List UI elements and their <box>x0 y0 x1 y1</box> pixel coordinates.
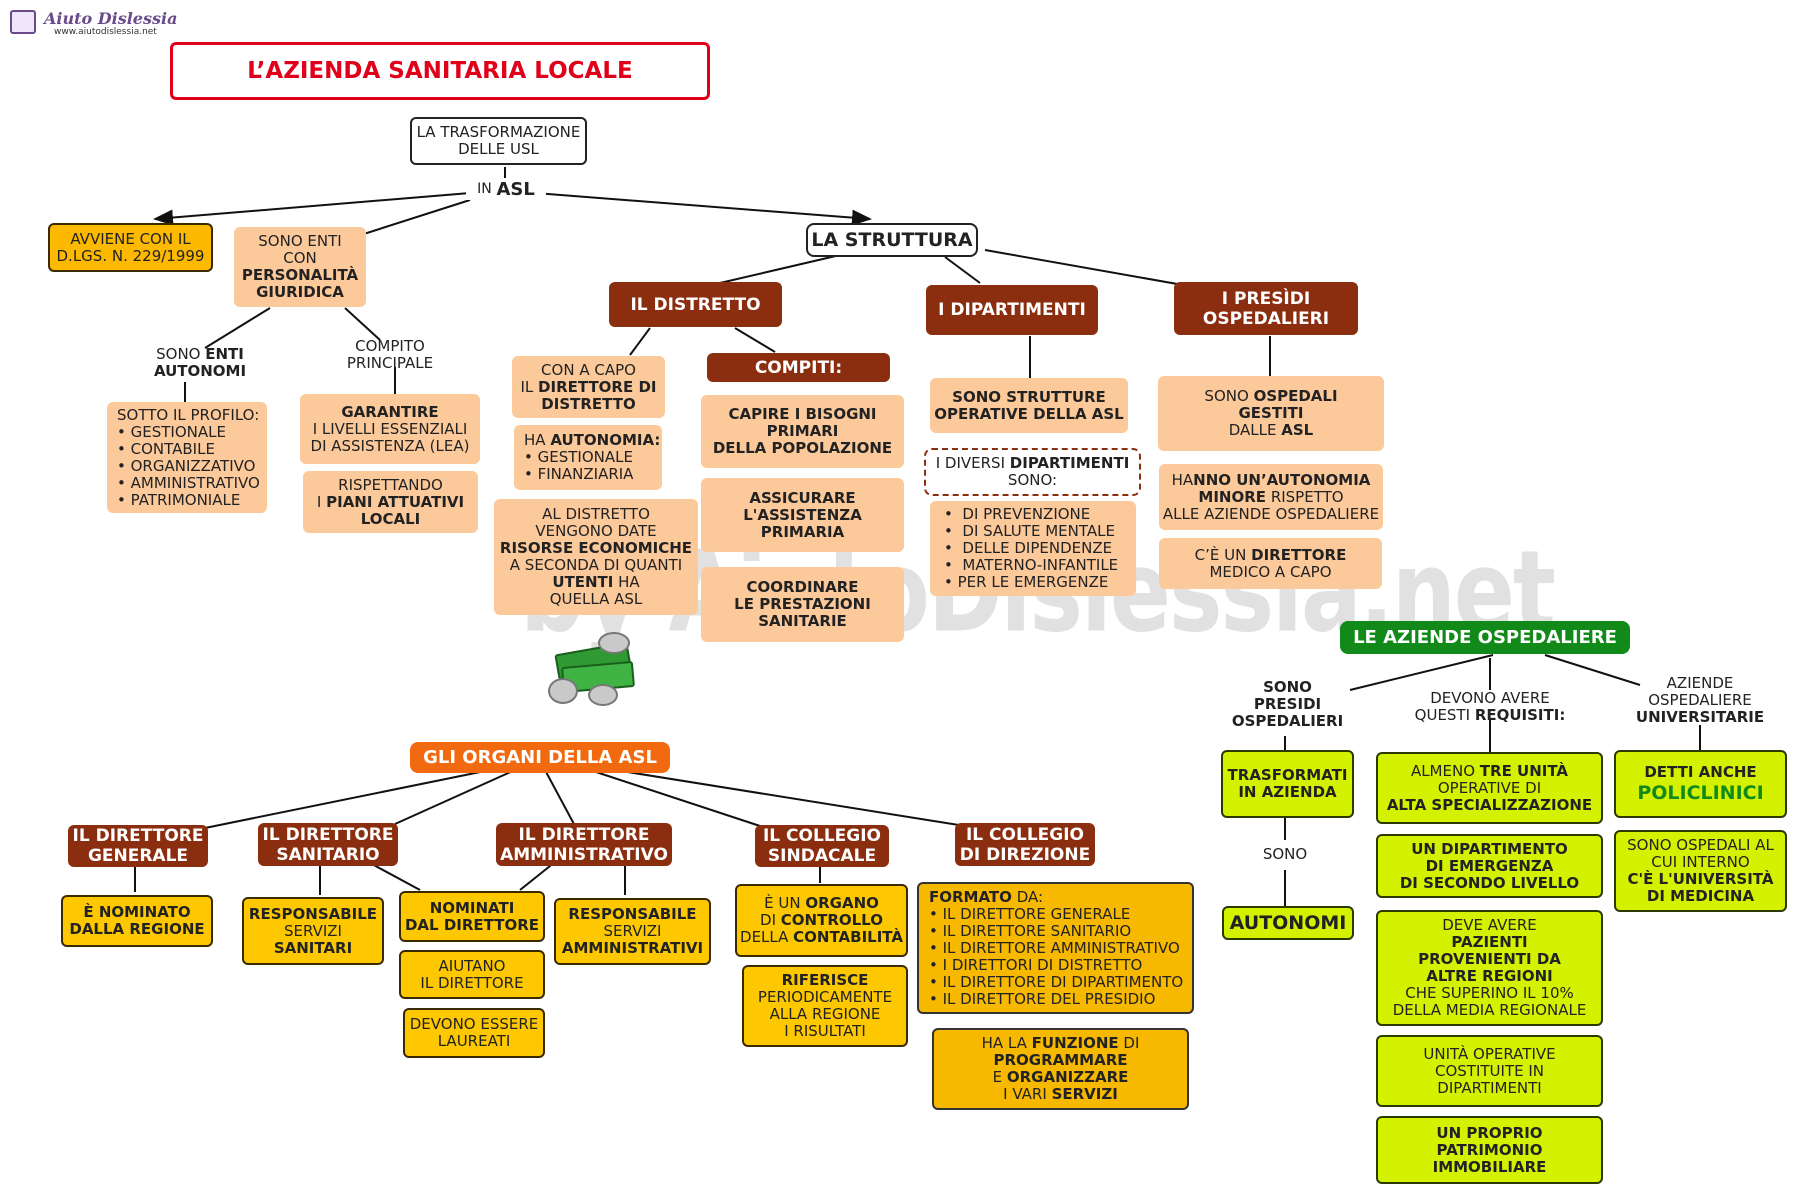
book-icon <box>10 10 36 34</box>
struttura-node: LA STRUTTURA <box>806 223 978 257</box>
sono-link: SONO <box>1262 844 1308 863</box>
dipartimenti-title: I DIPARTIMENTI <box>926 285 1098 335</box>
aziende-title: LE AZIENDE OSPEDALIERE <box>1340 621 1630 654</box>
formato-item: • I DIRETTORI DI DISTRETTO <box>929 955 1143 974</box>
dipartimenti-list: • DI PREVENZIONE • DI SALUTE MENTALE • D… <box>930 501 1136 596</box>
dip-item: • MATERNO-INFANTILE <box>944 556 1119 574</box>
dip-item: • DELLE DIPENDENZE <box>944 539 1113 557</box>
dip-item: • DI PREVENZIONE <box>944 505 1091 523</box>
distretto-title: IL DISTRETTO <box>609 282 782 327</box>
formato-item: • IL DIRETTORE GENERALE <box>929 904 1131 923</box>
formato-item: • IL DIRETTORE AMMINISTRATIVO <box>929 938 1180 957</box>
brand-logo-text: Aiuto Dislessia <box>44 9 178 28</box>
cs-organo-node: È UN ORGANO DI CONTROLLO DELLA CONTABILI… <box>735 884 908 957</box>
profilo-item: • GESTIONALE <box>117 422 226 441</box>
page-title: L’AZIENDA SANITARIA LOCALE <box>170 42 710 100</box>
asl-link: IN ASL <box>466 178 546 200</box>
profilo-item: • AMMINISTRATIVO <box>117 473 260 492</box>
cd-funzione-node: HA LA FUNZIONE DI PROGRAMMARE E ORGANIZZ… <box>932 1028 1189 1110</box>
autonomi-node: AUTONOMI <box>1222 906 1354 940</box>
autonomia-item: • FINANZIARIA <box>524 465 634 483</box>
dip-item: • DI SALUTE MENTALE <box>944 522 1115 540</box>
money-icon <box>548 630 635 706</box>
autonomia-node: HA AUTONOMIA: • GESTIONALE • FINANZIARIA <box>514 425 662 490</box>
formato-item: • IL DIRETTORE DI DIPARTIMENTO <box>929 972 1184 991</box>
cd-formato-node: FORMATO DA: • IL DIRETTORE GENERALE • IL… <box>917 882 1194 1014</box>
dip-item: • PER LE EMERGENZE <box>944 573 1109 591</box>
autonomia-item: • GESTIONALE <box>524 448 633 466</box>
brand-logo[interactable]: Aiuto Dislessia www.aiutodislessia.net <box>8 6 177 42</box>
profilo-node: SOTTO IL PROFILO: • GESTIONALE • CONTABI… <box>107 402 267 513</box>
profilo-item: • ORGANIZZATIVO <box>117 456 256 475</box>
formato-item: • IL DIRETTORE DEL PRESIDIO <box>929 989 1156 1008</box>
formato-item: • IL DIRETTORE SANITARIO <box>929 921 1132 940</box>
organi-title: GLI ORGANI DELLA ASL <box>410 742 670 773</box>
brand-url: www.aiutodislessia.net <box>54 27 157 37</box>
profilo-item: • CONTABILE <box>117 439 215 458</box>
profilo-item: • PATRIMONIALE <box>117 490 241 509</box>
compiti-title: COMPITI: <box>707 353 890 382</box>
